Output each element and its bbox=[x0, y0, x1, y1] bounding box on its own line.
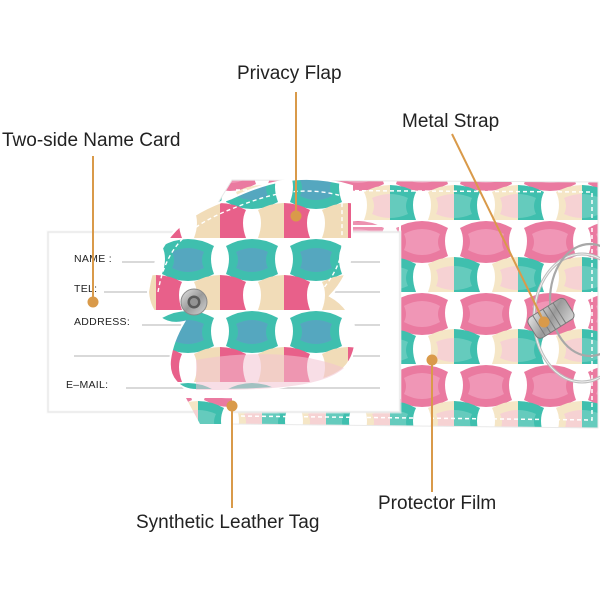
callout-leather-tag: Synthetic Leather Tag bbox=[136, 512, 320, 533]
dot-protector-film bbox=[426, 354, 438, 366]
dot-name-card bbox=[87, 296, 99, 308]
dot-metal-strap bbox=[538, 316, 550, 328]
leader-metal-strap bbox=[451, 133, 545, 323]
eyelet-icon bbox=[180, 288, 208, 316]
callout-privacy-flap: Privacy Flap bbox=[237, 63, 342, 84]
tag-front-edge bbox=[186, 398, 232, 424]
metal-strap bbox=[527, 242, 600, 384]
dot-leather-tag bbox=[226, 400, 238, 412]
card-email-label: E–MAIL: bbox=[66, 379, 108, 391]
callout-metal-strap: Metal Strap bbox=[402, 111, 500, 132]
card-tel-label: TEL: bbox=[74, 283, 97, 295]
card-address-label: ADDRESS: bbox=[74, 316, 130, 328]
dot-privacy-flap bbox=[290, 210, 302, 222]
leader-dots bbox=[87, 210, 550, 412]
privacy-flap bbox=[146, 177, 357, 392]
callout-protector-film: Protector Film bbox=[378, 493, 497, 514]
callout-name-card: Two-side Name Card bbox=[2, 130, 181, 151]
leader-lines bbox=[92, 92, 545, 508]
